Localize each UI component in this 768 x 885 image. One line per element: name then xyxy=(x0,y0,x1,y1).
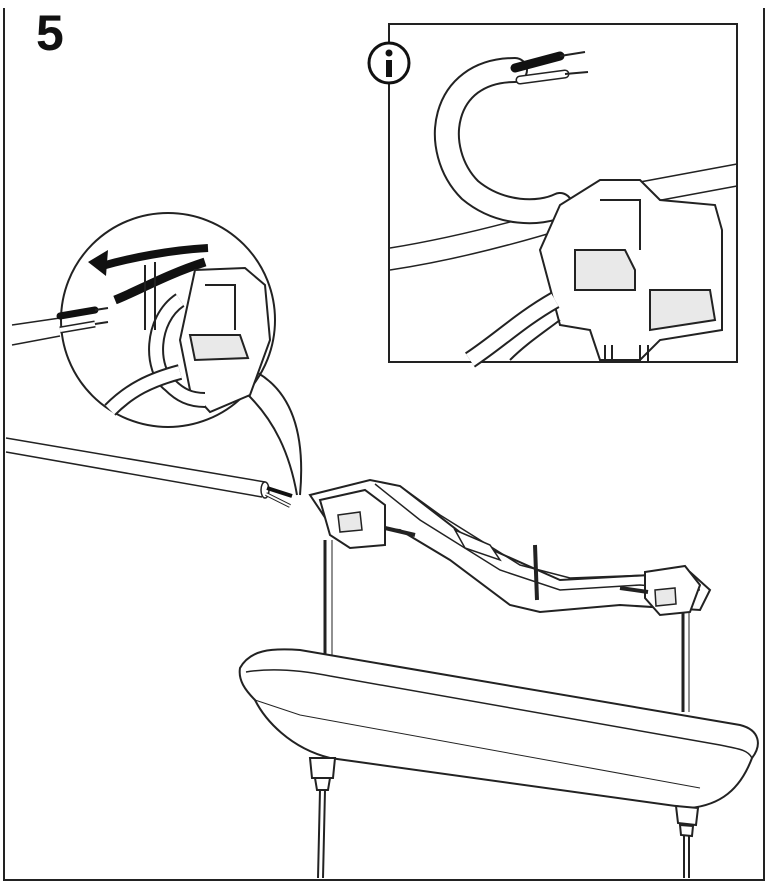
info-icon xyxy=(367,41,411,85)
main-assembly xyxy=(5,437,759,879)
step-number: 5 xyxy=(36,5,64,61)
info-callout xyxy=(367,23,738,368)
page-frame xyxy=(3,8,765,881)
detail-zoom-circle xyxy=(11,212,303,496)
